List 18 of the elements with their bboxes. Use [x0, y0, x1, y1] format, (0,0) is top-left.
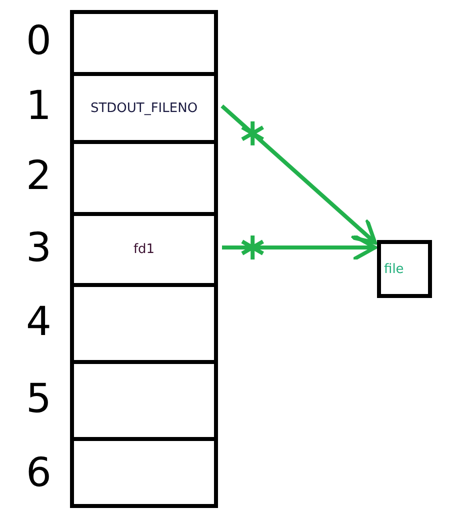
- table-row: [70, 437, 218, 508]
- table-row: [70, 10, 218, 72]
- row-index: 6: [26, 452, 52, 492]
- descriptor-label: STDOUT_FILENO: [90, 100, 198, 116]
- row-index: 1: [26, 86, 52, 126]
- table-row: [70, 72, 218, 140]
- table-row: [70, 360, 218, 437]
- row-index: 4: [26, 302, 52, 342]
- table-row: [70, 283, 218, 360]
- row-index: 2: [26, 156, 52, 196]
- row-index: 3: [26, 228, 52, 268]
- file-box: [377, 240, 432, 298]
- table-row: [70, 212, 218, 283]
- file-label: file: [384, 262, 404, 276]
- descriptor-label: fd1: [133, 242, 155, 257]
- table-row: [70, 140, 218, 212]
- row-index: 5: [26, 378, 52, 418]
- row-index: 0: [26, 21, 52, 61]
